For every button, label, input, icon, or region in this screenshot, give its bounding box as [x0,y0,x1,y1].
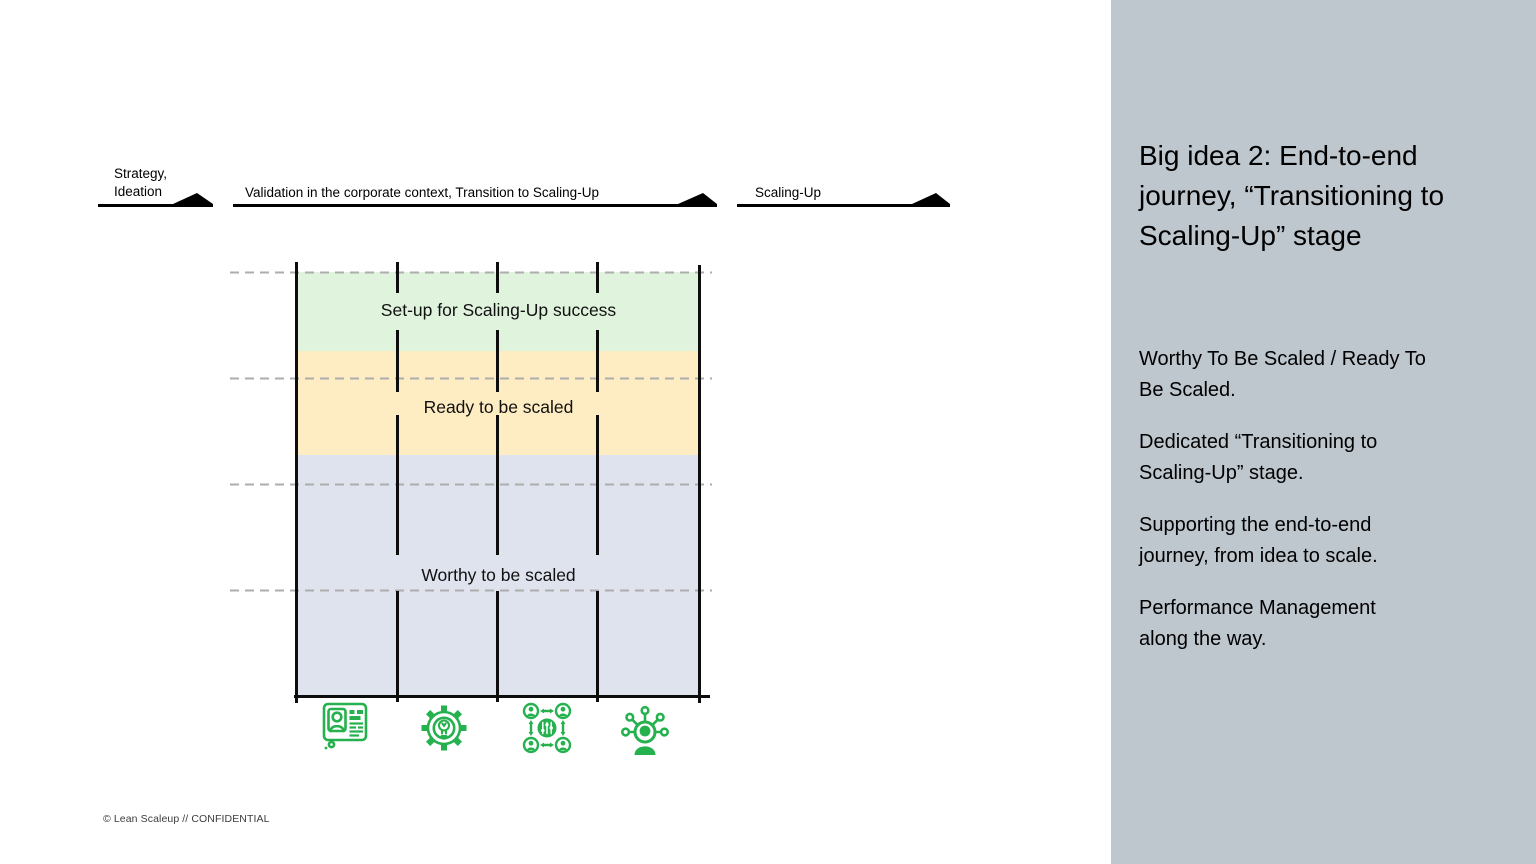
panel-paragraphs: Worthy To Be Scaled / Ready To Be Scaled… [1139,344,1506,655]
connected-person-icon [619,699,671,757]
band-label-ready-to-be-scaled: Ready to be scaled [423,397,574,417]
insight-panel: Big idea 2: End-to-end journey, “Transit… [1111,0,1536,864]
panel-title: Big idea 2: End-to-end journey, “Transit… [1139,140,1445,251]
panel-paragraph: Dedicated “Transitioning to Scaling-Up” … [1139,431,1378,484]
stage-label-scaling-up: Scaling-Up [755,185,822,200]
band-label-setup-for-scaling-up-success: Set-up for Scaling-Up success [380,300,617,320]
panel-paragraph: Worthy To Be Scaled / Ready To Be Scaled… [1139,348,1426,401]
team-network-icon [521,699,573,757]
gear-lightbulb-icon [418,699,470,757]
panel-paragraph: Performance Management along the way. [1139,597,1376,650]
footer-confidential: © Lean Scaleup // CONFIDENTIAL [103,813,270,825]
band-label-worthy-to-be-scaled: Worthy to be scaled [421,565,576,585]
stage-label-validation-transition: Validation in the corporate context, Tra… [245,185,599,200]
panel-paragraph: Supporting the end-to-end journey, from … [1139,514,1378,567]
stage-label-strategy-ideation: Strategy, Ideation [114,166,168,199]
profile-card-icon [319,699,371,757]
